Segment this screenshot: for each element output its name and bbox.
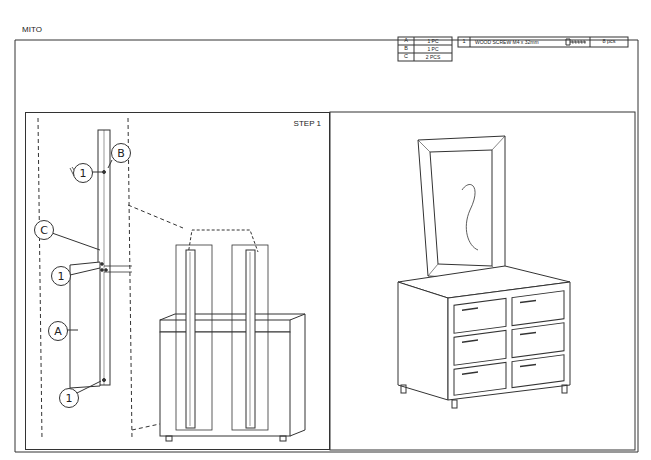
callout-text: 1 — [66, 393, 73, 404]
table-cell: B — [404, 46, 408, 52]
diagram-title: MITO — [22, 26, 42, 34]
step-panel: STEP 11BC1A1 — [25, 112, 330, 450]
step-heading: STEP 1 — [294, 119, 321, 128]
callout-circle: 1 — [59, 388, 79, 408]
overview-panel — [330, 112, 635, 450]
callout-text: B — [117, 148, 125, 159]
callout-text: 1 — [58, 271, 65, 282]
callout-text: C — [40, 225, 48, 236]
table-cell: C — [404, 54, 408, 60]
screw-icon — [566, 39, 586, 45]
table-cell: 8 pcs — [602, 39, 615, 45]
finished-dresser — [398, 136, 570, 408]
callout-circle: C — [34, 220, 54, 240]
callout-circle: A — [48, 321, 68, 341]
table-cell: A — [404, 38, 408, 44]
table-cell: 1 PC — [427, 47, 438, 52]
table-cell: 2 PCS — [426, 55, 440, 60]
page-frame — [15, 40, 638, 452]
dresser-assembly — [160, 230, 305, 441]
callout-text: 1 — [80, 168, 87, 179]
callout-circle: 1 — [51, 266, 71, 286]
callout-circle: B — [111, 143, 131, 163]
callout-text: A — [54, 326, 62, 337]
table-cell: 1 — [462, 39, 465, 45]
callout-circle: 1 — [73, 163, 93, 183]
parts-table — [398, 37, 452, 61]
table-cell: 1 PC — [427, 39, 438, 44]
table-cell: WOOD SCREW M4 x 32mm — [475, 40, 539, 45]
hardware-table — [458, 37, 628, 47]
